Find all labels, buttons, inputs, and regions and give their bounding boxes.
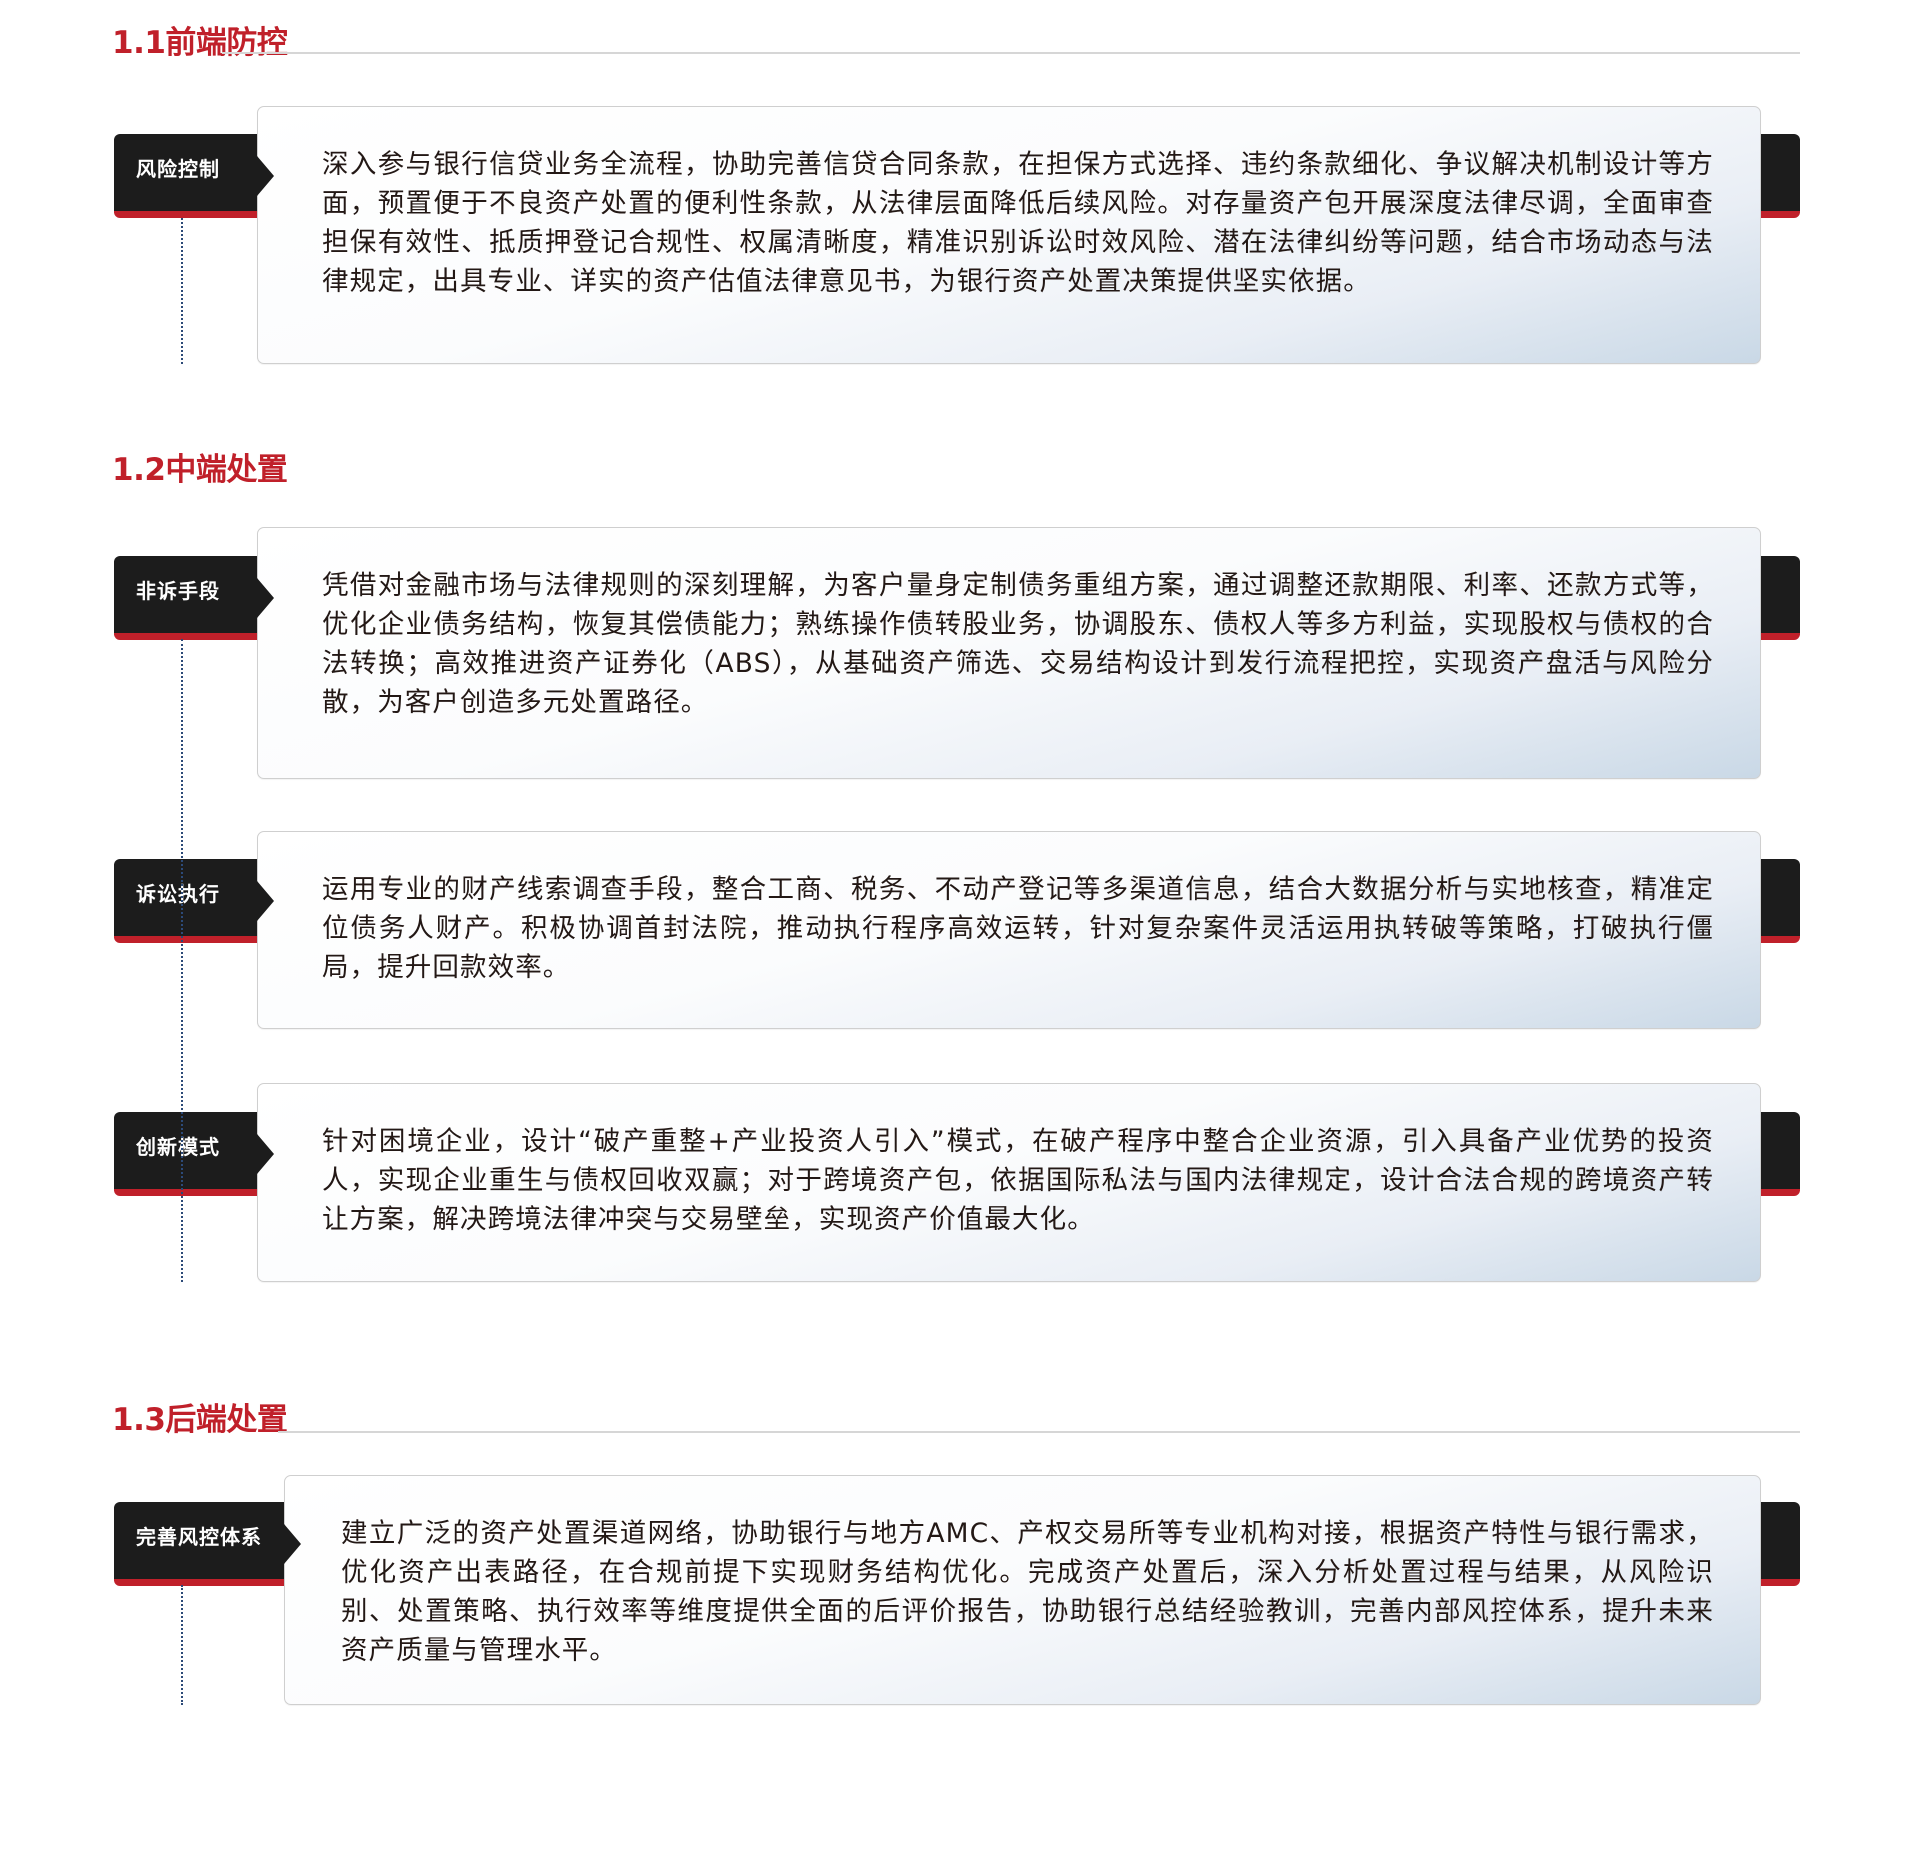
tag-improve-risk-system: 完善风控体系 [114, 1502, 284, 1586]
tag-label: 非诉手段 [136, 579, 220, 603]
card-text: 针对困境企业，设计“破产重整+产业投资人引入”模式，在破产程序中整合企业资源，引… [322, 1126, 1714, 1235]
timeline-dashed-line [181, 1585, 183, 1705]
tag-label: 创新模式 [136, 1135, 220, 1159]
tag-pointer-icon [257, 578, 274, 618]
section-title-1-2: 1.2中端处置 [112, 452, 288, 488]
tag-innovation-mode: 创新模式 [114, 1112, 257, 1196]
tag-risk-control: 风险控制 [114, 134, 257, 218]
timeline-dashed-line [181, 218, 183, 364]
tag-pointer-icon [257, 1134, 274, 1174]
content-card-risk-control: 深入参与银行信贷业务全流程，协助完善信贷合同条款，在担保方式选择、违约条款细化、… [257, 106, 1761, 364]
section-rule [278, 1431, 1800, 1433]
content-card-non-litigation: 凭借对金融市场与法律规则的深刻理解，为客户量身定制债务重组方案，通过调整还款期限… [257, 527, 1761, 779]
card-text: 凭借对金融市场与法律规则的深刻理解，为客户量身定制债务重组方案，通过调整还款期限… [322, 570, 1714, 718]
tag-litigation-execution: 诉讼执行 [114, 859, 257, 943]
content-card-litigation: 运用专业的财产线索调查手段，整合工商、税务、不动产登记等多渠道信息，结合大数据分… [257, 831, 1761, 1029]
tag-label: 风险控制 [136, 157, 220, 181]
timeline-dashed-line [181, 639, 183, 1282]
section-rule [222, 52, 1800, 54]
card-text: 深入参与银行信贷业务全流程，协助完善信贷合同条款，在担保方式选择、违约条款细化、… [322, 149, 1714, 297]
content-card-risk-system: 建立广泛的资产处置渠道网络，协助银行与地方AMC、产权交易所等专业机构对接，根据… [284, 1475, 1761, 1705]
tag-pointer-icon [257, 881, 274, 921]
tag-pointer-icon [284, 1524, 301, 1564]
card-right-tab [1761, 1502, 1800, 1586]
card-text: 建立广泛的资产处置渠道网络，协助银行与地方AMC、产权交易所等专业机构对接，根据… [341, 1518, 1714, 1666]
content-card-innovation: 针对困境企业，设计“破产重整+产业投资人引入”模式，在破产程序中整合企业资源，引… [257, 1083, 1761, 1282]
section-title-1-1: 1.1前端防控 [112, 25, 288, 61]
section-title-1-3: 1.3后端处置 [112, 1402, 288, 1438]
card-right-tab [1761, 859, 1800, 943]
tag-label: 诉讼执行 [136, 882, 220, 906]
card-right-tab [1761, 134, 1800, 218]
card-right-tab [1761, 1112, 1800, 1196]
card-right-tab [1761, 556, 1800, 640]
card-text: 运用专业的财产线索调查手段，整合工商、税务、不动产登记等多渠道信息，结合大数据分… [322, 874, 1714, 983]
tag-non-litigation: 非诉手段 [114, 556, 257, 640]
tag-label: 完善风控体系 [136, 1525, 262, 1549]
tag-pointer-icon [257, 156, 274, 196]
